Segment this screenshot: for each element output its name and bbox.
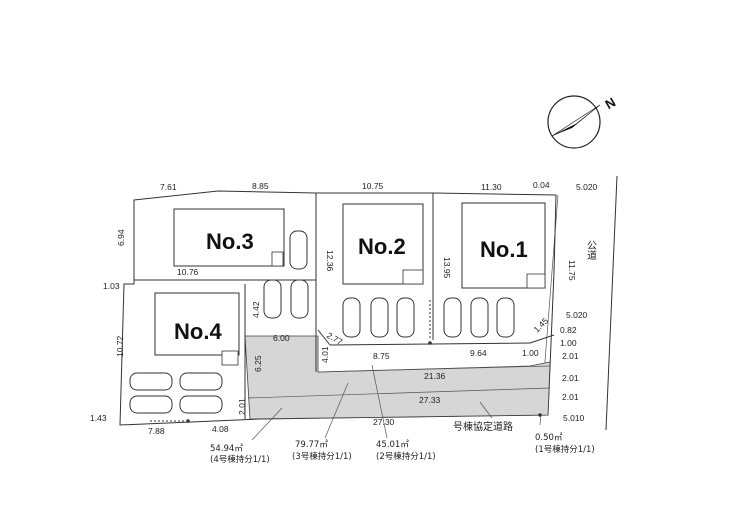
dimension-label: 11.75: [567, 260, 577, 281]
leader-line: [324, 382, 349, 439]
car-icon: [263, 279, 282, 319]
share-note: (1号棟持分1/1): [535, 444, 595, 455]
building-no4-annex: [221, 350, 239, 366]
leader-line: [479, 401, 493, 419]
building-no3-annex: [271, 251, 284, 267]
dimension-label: 7.61: [160, 182, 177, 192]
dimension-label: 6.25: [253, 355, 263, 372]
dimension-label: 2.01: [562, 373, 579, 383]
dimension-label: 8.85: [252, 181, 269, 191]
lot-label-no3: No.3: [206, 229, 254, 254]
share-note: (4号棟持分1/1): [210, 454, 270, 465]
leader-line: [371, 364, 388, 439]
public-road-label: 公道: [585, 240, 597, 260]
site-outline: [119, 190, 557, 426]
dimension-label: 11.30: [481, 182, 502, 192]
dimension-label: 6.94: [116, 229, 126, 246]
car-icon: [496, 297, 515, 338]
dimension-label: 5.010: [563, 413, 585, 423]
building-no4: [154, 292, 240, 356]
access-point: [428, 341, 432, 345]
dimension-label: 7.88: [148, 426, 165, 436]
car-icon: [396, 297, 415, 338]
private-road-area: [244, 335, 551, 420]
lot-label-no1: No.1: [480, 237, 528, 262]
car-icon: [290, 279, 309, 319]
access-point: [186, 419, 190, 423]
dimension-label: 0.82: [560, 325, 577, 335]
car-icon: [129, 372, 173, 391]
dimension-label: 10.76: [177, 267, 199, 277]
dimension-label: 5.020: [566, 310, 588, 320]
road-boundary-line: [605, 175, 618, 431]
share-note: (3号棟持分1/1): [292, 451, 352, 462]
car-icon: [289, 230, 308, 270]
dimension-label: 1.00: [560, 338, 577, 348]
building-no1-annex: [526, 273, 546, 289]
car-icon: [370, 297, 389, 338]
share-area: 0.50㎡: [535, 433, 563, 443]
road-inner-line: [247, 387, 551, 399]
dimension-label: 1.03: [103, 281, 120, 291]
car-icon: [443, 297, 462, 338]
car-icon: [470, 297, 489, 338]
dimension-label: 6.00: [273, 333, 290, 343]
lot-divider: [529, 334, 555, 344]
building-no3: [173, 208, 285, 267]
dimension-label: 2.01: [562, 392, 579, 402]
dimension-label: 10.75: [362, 181, 384, 191]
lot-label-no4: No.4: [174, 319, 222, 344]
dimension-label: 1.00: [522, 348, 539, 358]
building-no2-annex: [402, 269, 424, 285]
share-area: 79.77㎡: [295, 440, 328, 450]
compass: N: [547, 94, 619, 149]
dimension-label: 27.33: [419, 395, 441, 405]
compass-north-label: N: [603, 94, 619, 112]
road-inner-line: [317, 365, 551, 373]
boundary-point: [538, 413, 542, 417]
dimension-label: 21.36: [424, 371, 446, 381]
dimension-label: 8.75: [373, 351, 390, 361]
dimension-label: 2.01: [237, 398, 247, 415]
dimension-label: 27.30: [373, 417, 395, 427]
dimension-label: 0.04: [533, 180, 550, 190]
share-note: (2号棟持分1/1): [376, 451, 436, 462]
dimension-label: 5.020: [576, 182, 598, 192]
dimension-label: 1.43: [90, 413, 107, 423]
dimension-label: 4.42: [251, 301, 261, 318]
car-icon: [179, 395, 223, 414]
car-icon: [129, 395, 173, 414]
dimension-label: 10.72: [115, 335, 125, 357]
share-area: 54.94㎡: [210, 444, 243, 454]
dimension-label: 13.95: [442, 257, 452, 279]
lot-divider: [317, 329, 331, 346]
dimension-label: 9.64: [470, 348, 487, 358]
car-icon: [342, 297, 361, 338]
lot-label-no2: No.2: [358, 234, 406, 259]
dimension-label: 4.08: [212, 424, 229, 434]
leader-line: [251, 407, 283, 441]
compass-needle-tail: [551, 104, 601, 137]
dimension-label: 12.36: [325, 250, 335, 272]
dimension-label: 2.01: [562, 351, 579, 361]
car-icon: [179, 372, 223, 391]
dimension-label: 4.01: [320, 346, 330, 363]
share-area: 45.01㎡: [376, 440, 409, 450]
private-road-label: 号棟協定道路: [453, 420, 513, 433]
